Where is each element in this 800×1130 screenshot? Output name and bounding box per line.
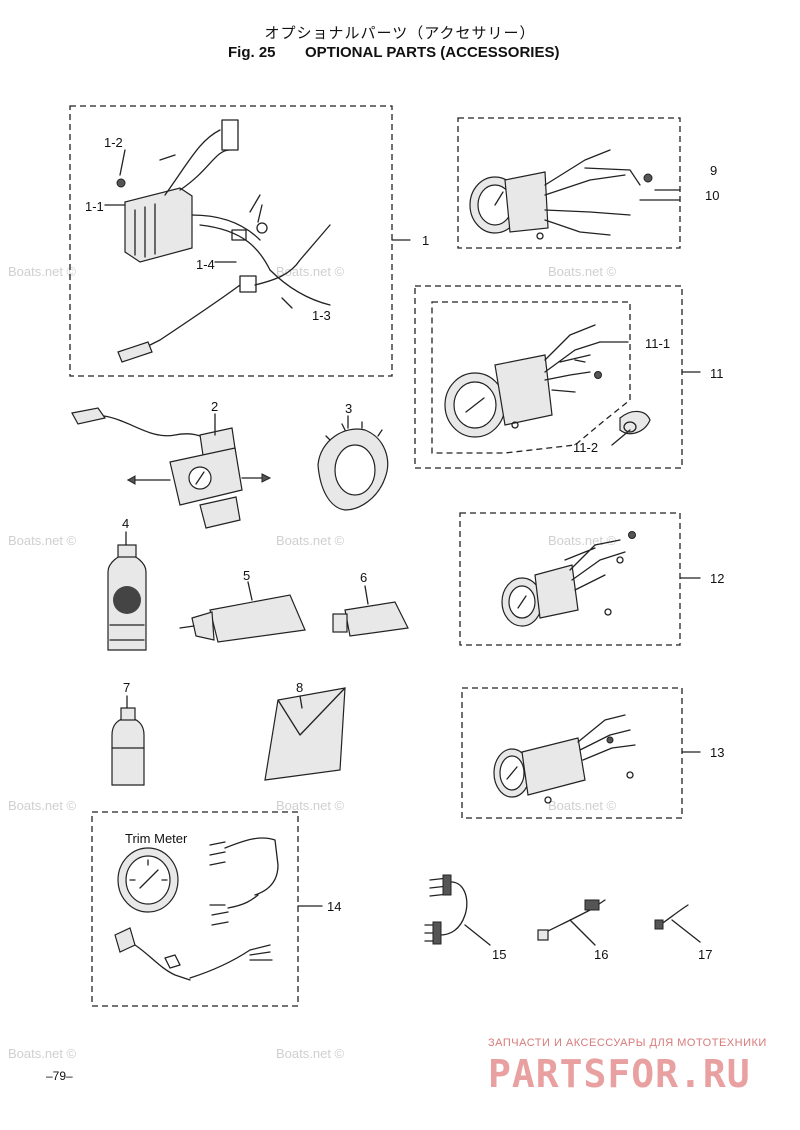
part-15-leader <box>464 924 491 946</box>
callout-1-1: 1-1 <box>85 199 104 214</box>
grease-tube-5 <box>179 594 306 643</box>
lead-wire-16 <box>537 899 606 941</box>
callout-16: 16 <box>594 947 608 962</box>
wire-harness <box>117 194 331 363</box>
callout-3: 3 <box>345 401 352 416</box>
callout-10: 10 <box>705 188 719 203</box>
boats-watermark: Boats.net © <box>8 533 77 548</box>
callout-4: 4 <box>122 516 129 531</box>
boats-watermark: Boats.net © <box>8 264 77 279</box>
brand-watermark-logo: PARTSFOR.RU <box>488 1052 751 1096</box>
group-13-box <box>461 687 683 819</box>
callout-1-3: 1-3 <box>312 308 331 323</box>
callout-11-2: 11-2 <box>573 440 598 455</box>
figure-number: Fig. 25 <box>228 44 276 61</box>
callout-15: 15 <box>492 947 506 962</box>
connector-17 <box>654 904 689 930</box>
figure-title: OPTIONAL PARTS (ACCESSORIES) <box>305 44 560 61</box>
boats-watermark: Boats.net © <box>276 533 345 548</box>
group-11-1-box <box>431 301 631 454</box>
brand-watermark-tagline: ЗАПЧАСТИ И АКСЕССУАРЫ ДЛЯ МОТОТЕХНИКИ <box>488 1037 767 1049</box>
callout-1-2: 1-2 <box>104 135 123 150</box>
gasket-3 <box>317 421 389 511</box>
rectifier-regulator <box>116 119 239 263</box>
boats-watermark: Boats.net © <box>8 1046 77 1061</box>
japanese-title: オプショナルパーツ（アクセサリー） <box>264 24 536 42</box>
boats-watermark: Boats.net © <box>548 264 617 279</box>
gauge-9 <box>469 149 653 240</box>
callout-2: 2 <box>211 399 218 414</box>
page-number: –79– <box>46 1069 73 1083</box>
boats-watermark: Boats.net © <box>276 264 345 279</box>
trim-meter-label: Trim Meter <box>125 831 188 846</box>
callout-8: 8 <box>296 680 303 695</box>
harness-15 <box>424 874 468 945</box>
gauge-13 <box>493 714 636 804</box>
spray-bottle-7 <box>111 707 145 786</box>
callout-5: 5 <box>243 568 250 583</box>
boats-watermarks: Boats.net © Boats.net © Boats.net © Boat… <box>8 264 617 1061</box>
callout-11-1: 11-1 <box>645 336 670 351</box>
boats-watermark: Boats.net © <box>276 798 345 813</box>
part-5-leader <box>247 581 253 601</box>
callout-14: 14 <box>327 899 341 914</box>
group-11-box <box>414 285 683 469</box>
callout-12: 12 <box>710 571 724 586</box>
group-9-leaders <box>639 189 681 201</box>
boats-watermark: Boats.net © <box>548 798 617 813</box>
callout-17: 17 <box>698 947 712 962</box>
callout-9: 9 <box>710 163 717 178</box>
callout-11: 11 <box>710 366 724 381</box>
part-16-leader <box>569 919 596 946</box>
group-1-leaders <box>104 149 411 309</box>
gauge-12 <box>501 531 636 627</box>
remote-switch-2 <box>71 407 272 529</box>
group-1-box <box>69 105 393 377</box>
part-6-leader <box>364 585 369 605</box>
callout-13: 13 <box>710 745 724 760</box>
callout-1: 1 <box>422 233 429 248</box>
part-17-leader <box>671 919 701 943</box>
boats-watermark: Boats.net © <box>548 533 617 548</box>
trim-meter-14 <box>114 837 279 981</box>
small-tube-6 <box>332 601 409 637</box>
group-12-box <box>459 512 681 646</box>
callout-6: 6 <box>360 570 367 585</box>
group-14-box <box>91 811 299 1007</box>
pouch-8 <box>264 687 346 781</box>
gauge-11 <box>444 324 651 438</box>
part-8-leader <box>299 695 303 709</box>
boats-watermark: Boats.net © <box>8 798 77 813</box>
callout-7: 7 <box>123 680 130 695</box>
group-11-leaders <box>599 341 701 446</box>
oil-can-4 <box>107 544 147 651</box>
boats-watermark: Boats.net © <box>276 1046 345 1061</box>
callout-1-4: 1-4 <box>196 257 215 272</box>
group-9-box <box>457 117 681 249</box>
